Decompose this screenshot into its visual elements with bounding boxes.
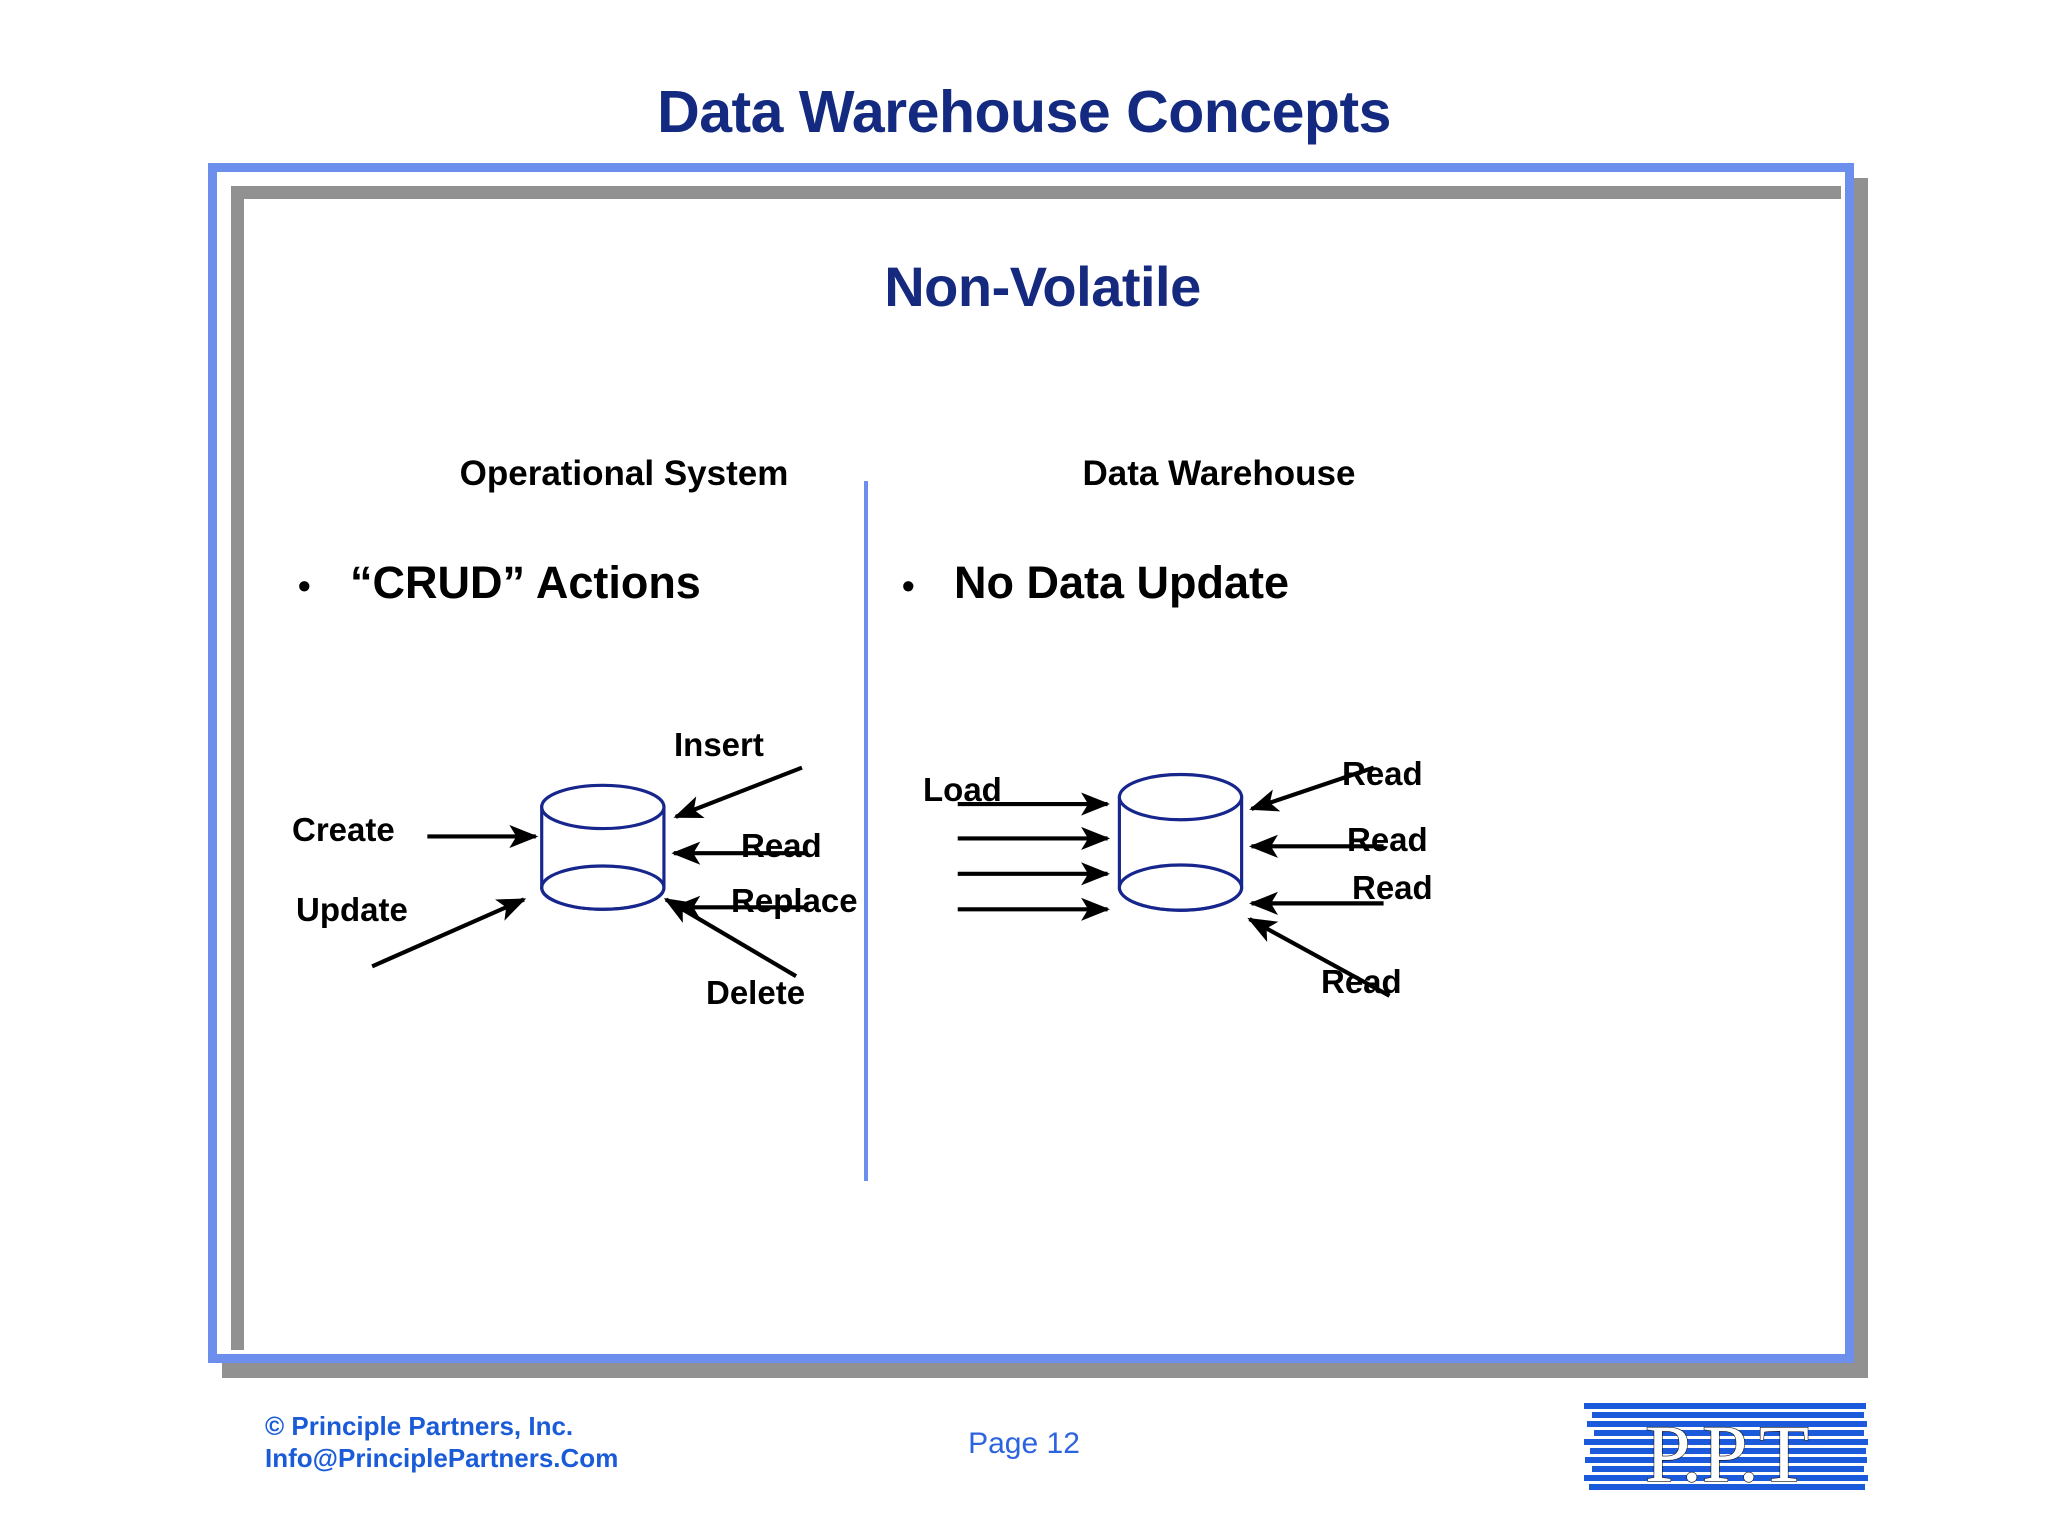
diagram-label-load: Load xyxy=(923,771,1002,808)
diagram-label-insert: Insert xyxy=(674,726,764,763)
diagram-label-update: Update xyxy=(296,891,408,928)
page-number: Page 12 xyxy=(968,1427,1080,1460)
diagram-label-replace: Replace xyxy=(731,882,858,919)
slide-content-frame: Non-Volatile Operational System Data War… xyxy=(208,163,1854,1363)
bullet-label: No Data Update xyxy=(954,557,1290,608)
diagram-label-create: Create xyxy=(292,811,395,848)
operational-system-database-cylinder xyxy=(540,783,666,911)
diagram-label-delete: Delete xyxy=(706,974,806,1011)
slide-subtitle: Non-Volatile xyxy=(884,255,1201,318)
bullet-crud-actions: • “CRUD” Actions xyxy=(298,557,701,609)
ppt-logo: P.P.T xyxy=(1582,1401,1872,1497)
arrow-insert xyxy=(673,765,803,819)
arrow-read-1 xyxy=(1249,765,1375,812)
column-divider xyxy=(864,481,868,1181)
footer-copyright-line-1: © Principle Partners, Inc. xyxy=(265,1411,574,1441)
data-warehouse-database-cylinder xyxy=(1117,772,1244,912)
arrow-delete xyxy=(663,897,798,978)
arrow-read-4 xyxy=(1247,917,1391,998)
diagram-label-read: Read xyxy=(741,827,822,864)
diagram-label-read-1: Read xyxy=(1342,755,1423,792)
column-heading-data-warehouse: Data Warehouse xyxy=(1082,454,1356,493)
diagram-label-read-2: Read xyxy=(1347,821,1428,858)
footer-contact-email: Info@PrinciplePartners.Com xyxy=(265,1442,619,1473)
column-heading-operational-system: Operational System xyxy=(459,454,789,493)
arrow-update xyxy=(371,897,527,969)
page-title: Data Warehouse Concepts xyxy=(657,79,1391,145)
bullet-label: “CRUD” Actions xyxy=(350,557,701,608)
bullet-dot-icon: • xyxy=(298,565,311,606)
slide-content-area: Non-Volatile Operational System Data War… xyxy=(231,186,1841,1350)
footer-copyright: © Principle Partners, Inc. Info@Principl… xyxy=(265,1411,618,1474)
bullet-dot-icon: • xyxy=(902,565,915,606)
ppt-logo-text: P.P.T xyxy=(1645,1408,1809,1497)
diagram-label-read-3: Read xyxy=(1352,869,1433,906)
bullet-no-data-update: • No Data Update xyxy=(902,557,1289,609)
diagram-label-read-4: Read xyxy=(1321,963,1402,1000)
ppt-logo-stripes xyxy=(1584,1403,1868,1490)
non-volatile-diagram xyxy=(371,765,1391,998)
